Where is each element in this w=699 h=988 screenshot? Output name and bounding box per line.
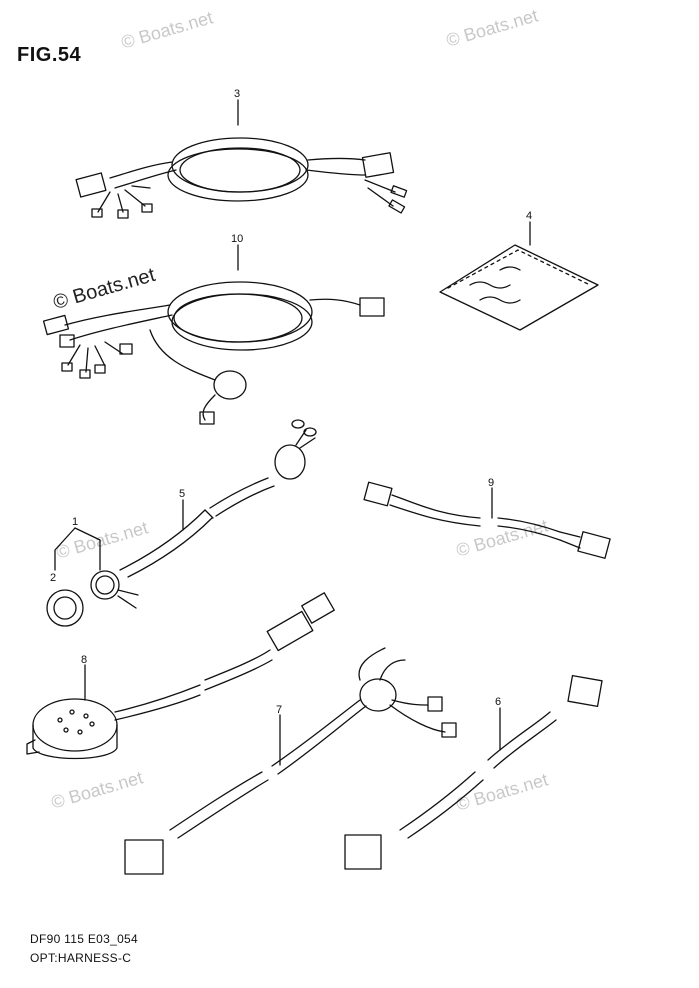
part-ref-5: 5 — [179, 488, 186, 500]
part-10-harness — [42, 281, 385, 425]
footer-code: DF90 115 E03_054 — [30, 932, 138, 946]
part-5-cable — [119, 419, 317, 578]
part-ref-1: 1 — [72, 516, 79, 528]
part-ref-8: 8 — [81, 654, 88, 666]
part-6-harness — [344, 674, 603, 870]
part-ref-3: 3 — [234, 88, 241, 100]
figure-title: FIG.54 — [17, 44, 82, 66]
part-ref-6: 6 — [495, 696, 502, 708]
part-4-bag — [439, 244, 599, 331]
part-ref-2: 2 — [50, 572, 57, 584]
part-1-2-switch — [46, 570, 139, 627]
part-ref-9: 9 — [488, 477, 495, 489]
part-8-buzzer — [26, 592, 335, 760]
part-7-harness — [124, 647, 457, 875]
footer-name: OPT:HARNESS-C — [30, 951, 132, 965]
part-3-harness — [75, 137, 408, 219]
part-9-harness — [363, 481, 611, 559]
part-ref-7: 7 — [276, 704, 283, 716]
part-ref-4: 4 — [526, 210, 533, 222]
part-ref-10: 10 — [231, 233, 244, 245]
